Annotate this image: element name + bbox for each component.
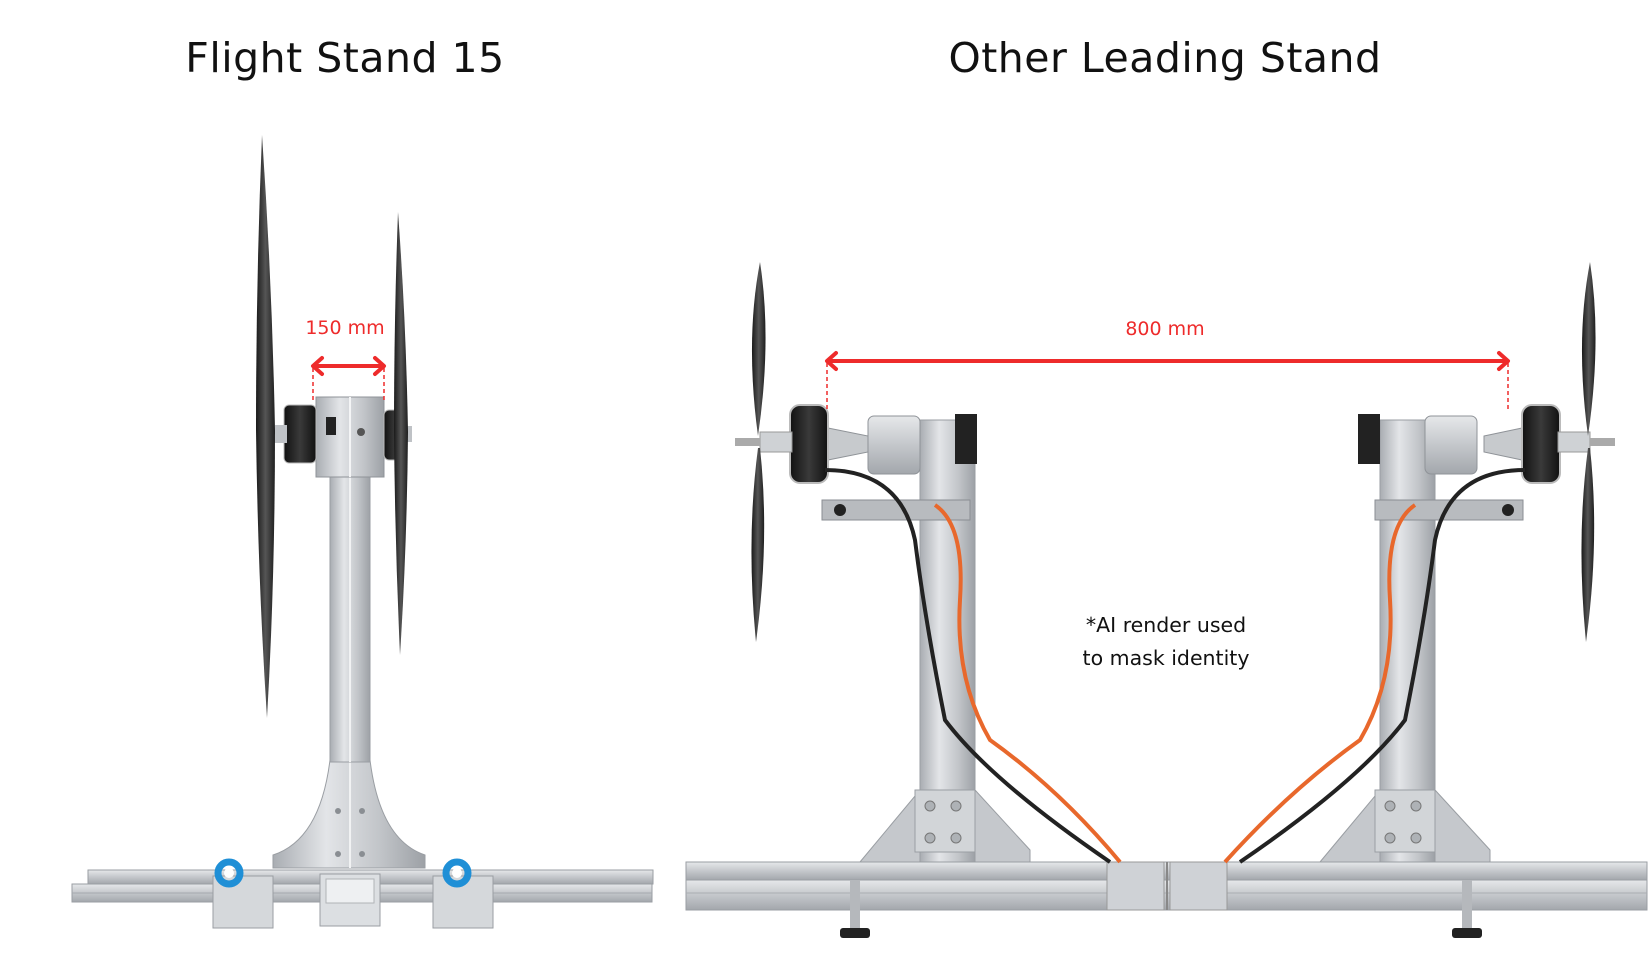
left-stand-title: Flight Stand 15 bbox=[185, 34, 505, 82]
right-stand-title: Other Leading Stand bbox=[948, 34, 1382, 82]
double-arrow-dimension-icon bbox=[311, 356, 386, 402]
left-motor-cables bbox=[824, 468, 1122, 864]
other-leading-stand-illustration bbox=[685, 262, 1648, 938]
double-arrow-dimension-icon bbox=[825, 351, 1510, 412]
right-motor-cables bbox=[1223, 468, 1526, 864]
right-tower-mount bbox=[1424, 415, 1478, 475]
right-dimension-label: 800 mm bbox=[1125, 318, 1205, 340]
leveling-foot bbox=[1452, 880, 1482, 938]
leveling-foot bbox=[840, 880, 870, 938]
motor-icon bbox=[275, 404, 317, 464]
ai-render-note-line1: *AI render used bbox=[1085, 613, 1247, 637]
propeller-icon bbox=[1581, 262, 1596, 642]
propeller-icon bbox=[751, 262, 766, 642]
left-dimension-label: 150 mm bbox=[305, 317, 385, 339]
left-tower-mount bbox=[867, 415, 921, 475]
right-base-rail bbox=[685, 861, 1648, 911]
clamp-icon bbox=[214, 858, 244, 888]
ai-render-note: *AI render used to mask identity bbox=[1083, 609, 1250, 675]
clamp-icon bbox=[442, 858, 472, 888]
propeller-icon bbox=[256, 135, 275, 718]
motor-icon bbox=[789, 404, 829, 484]
motor-icon bbox=[1521, 404, 1561, 484]
flight-stand-15-illustration bbox=[71, 135, 654, 929]
ai-render-note-line2: to mask identity bbox=[1082, 646, 1250, 670]
propeller-icon bbox=[394, 212, 408, 655]
